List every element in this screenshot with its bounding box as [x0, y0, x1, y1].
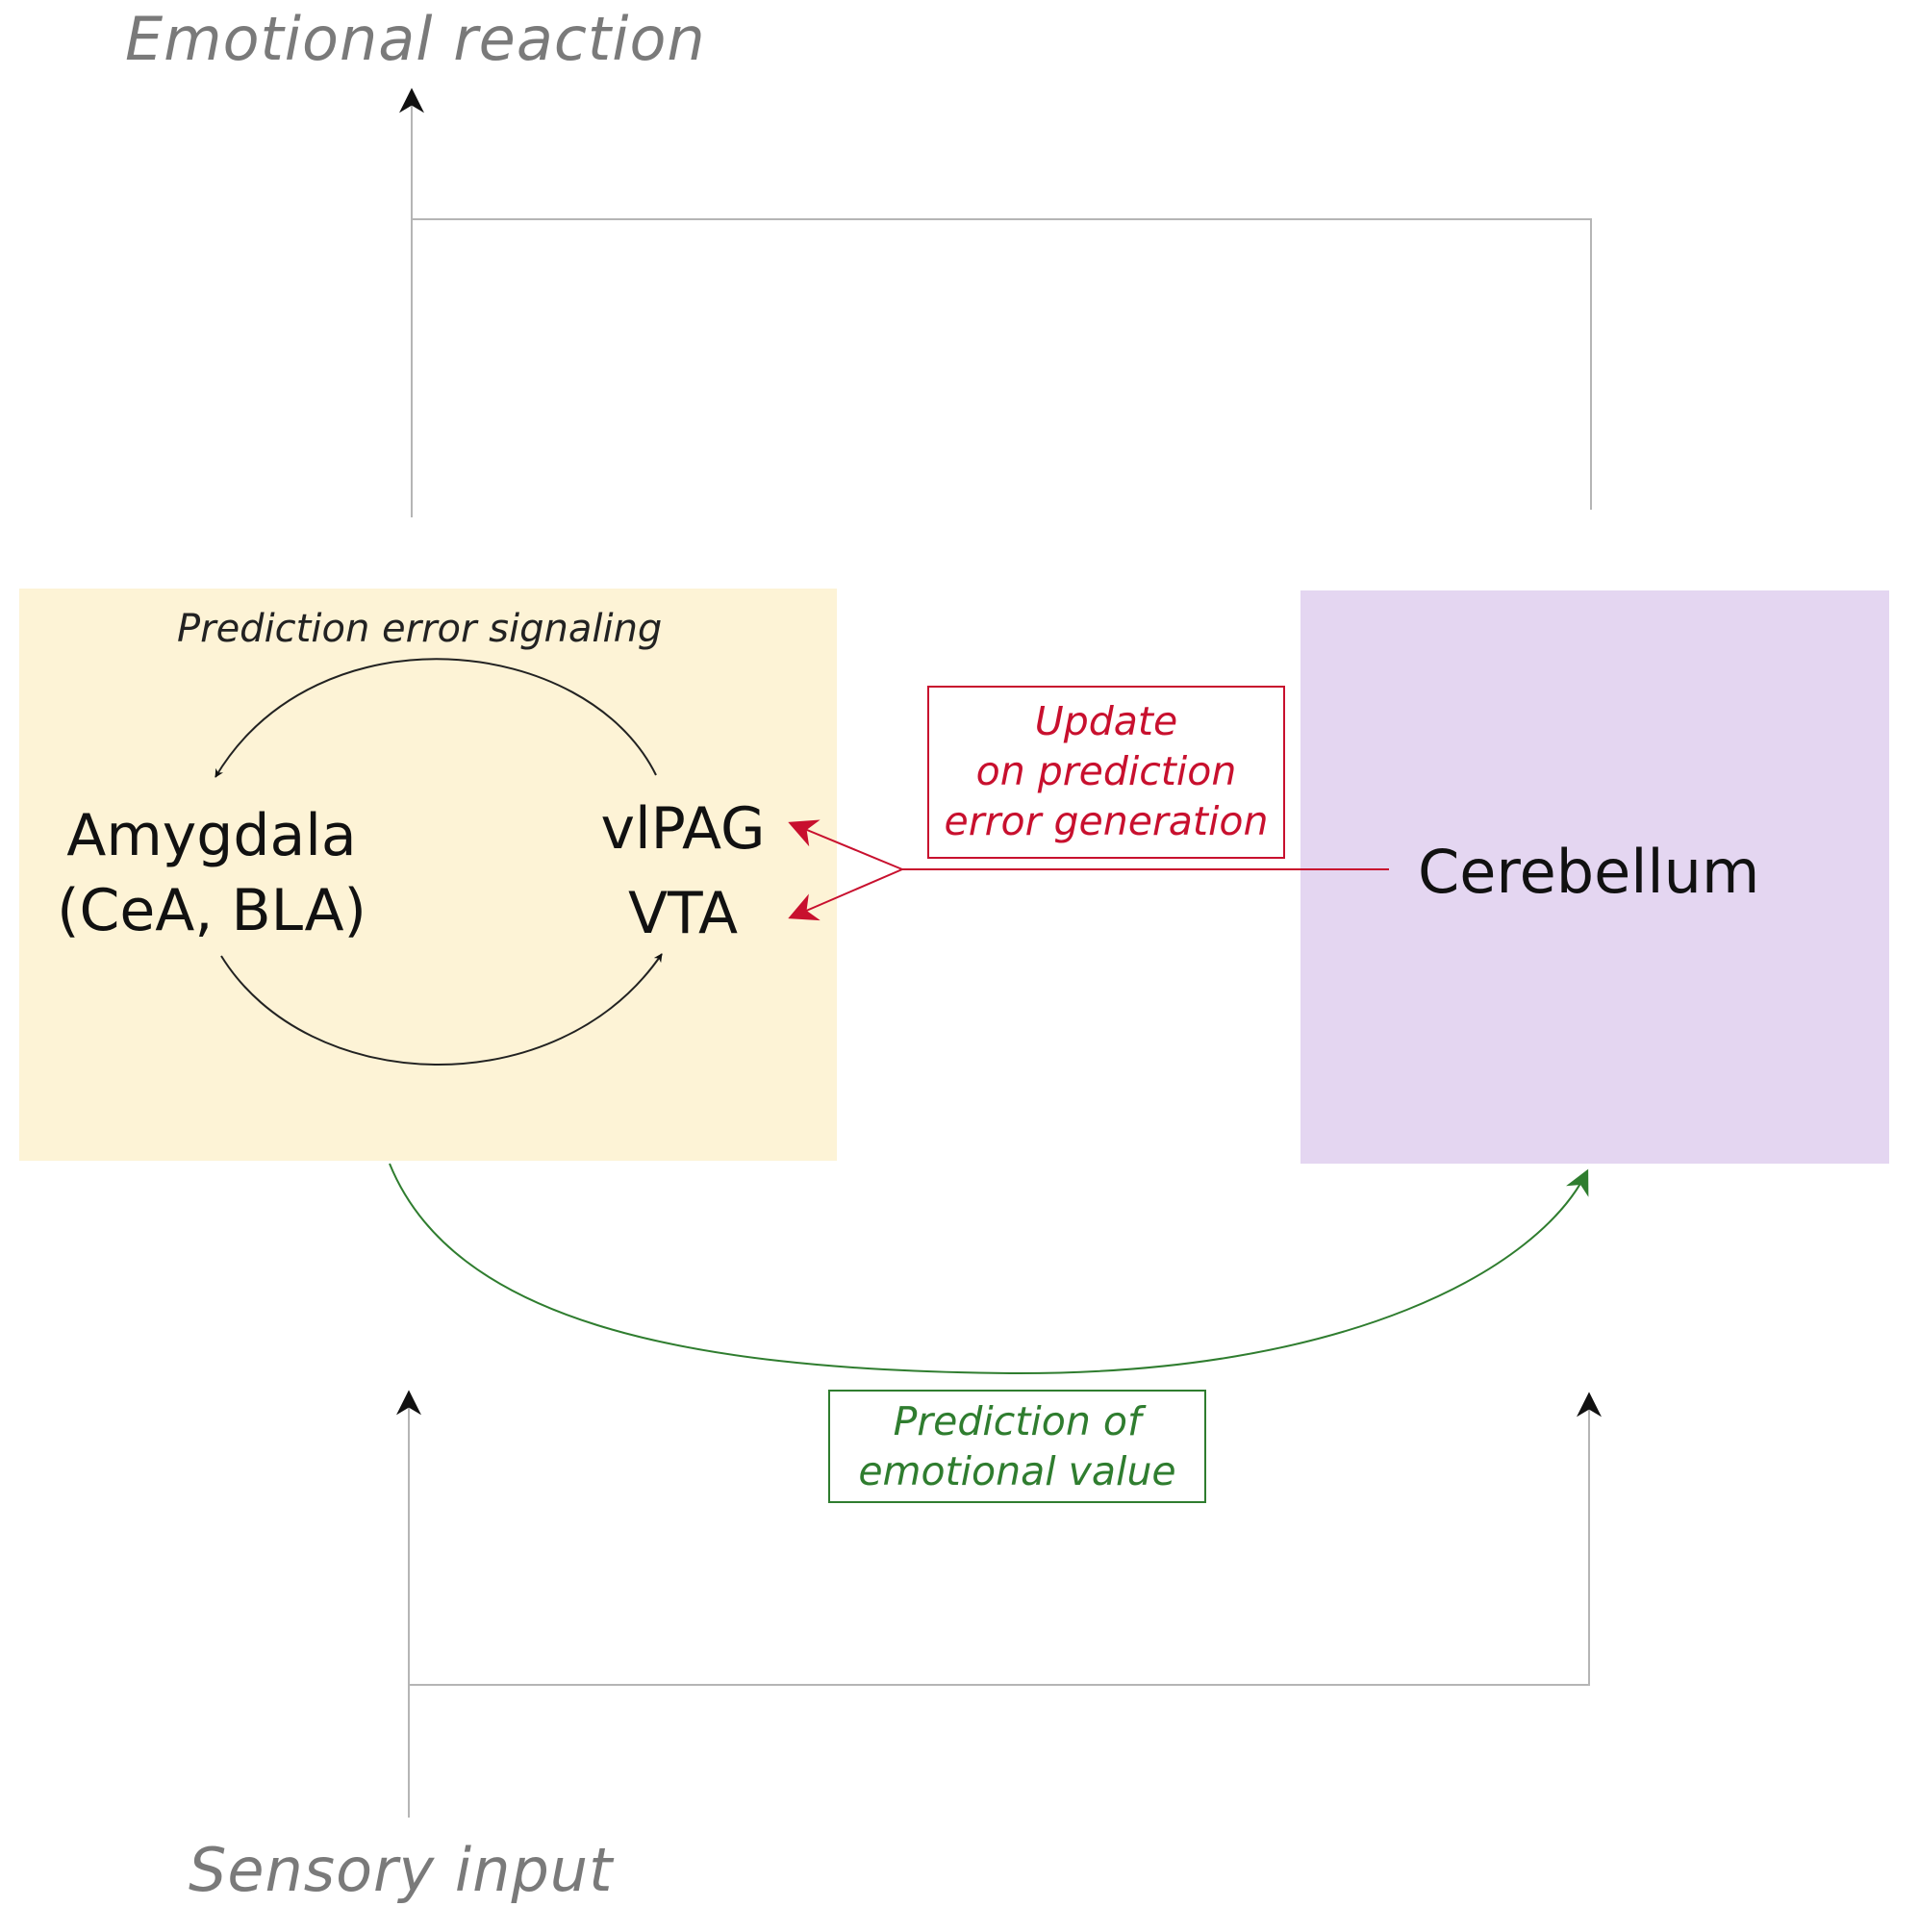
amygdala-label: Amygdala [66, 802, 357, 869]
prediction-box-text: Prediction of emotional value [829, 1396, 1205, 1496]
top-connector-line [412, 218, 1592, 510]
prediction-box [828, 1390, 1206, 1503]
update-line-1: Update [1034, 698, 1178, 744]
prediction-line-2: emotional value [858, 1448, 1176, 1494]
sensory-input-label: Sensory input [189, 1835, 614, 1905]
prediction-arrow [389, 1163, 1589, 1375]
update-arrow-vlpag [788, 819, 903, 870]
amygdala-subregions-label: (CeA, BLA) [57, 877, 366, 944]
prediction-error-arrow-bottom [220, 953, 663, 1066]
amygdala-node: Amygdala (CeA, BLA) [38, 798, 385, 948]
update-line-2: on prediction [975, 748, 1237, 794]
prediction-error-arrow-top [215, 658, 657, 778]
update-arrow-vta [788, 868, 903, 921]
vta-label: VTA [627, 880, 739, 947]
prediction-line-1: Prediction of [893, 1398, 1142, 1444]
update-box-text: Update on prediction error generation [928, 696, 1284, 846]
update-line-3: error generation [944, 798, 1269, 844]
prediction-error-signaling-label: Prediction error signaling [177, 607, 663, 651]
cerebellum-label: Cerebellum [1418, 837, 1760, 907]
cerebellum-panel [1300, 590, 1889, 1164]
update-box [927, 686, 1285, 859]
sensory-input-arrow-right [409, 1392, 1602, 1686]
vlpag-vta-node: vlPAG VTA [577, 787, 789, 956]
vlpag-label: vlPAG [600, 795, 766, 863]
emotional-reaction-label: Emotional reaction [125, 4, 706, 74]
